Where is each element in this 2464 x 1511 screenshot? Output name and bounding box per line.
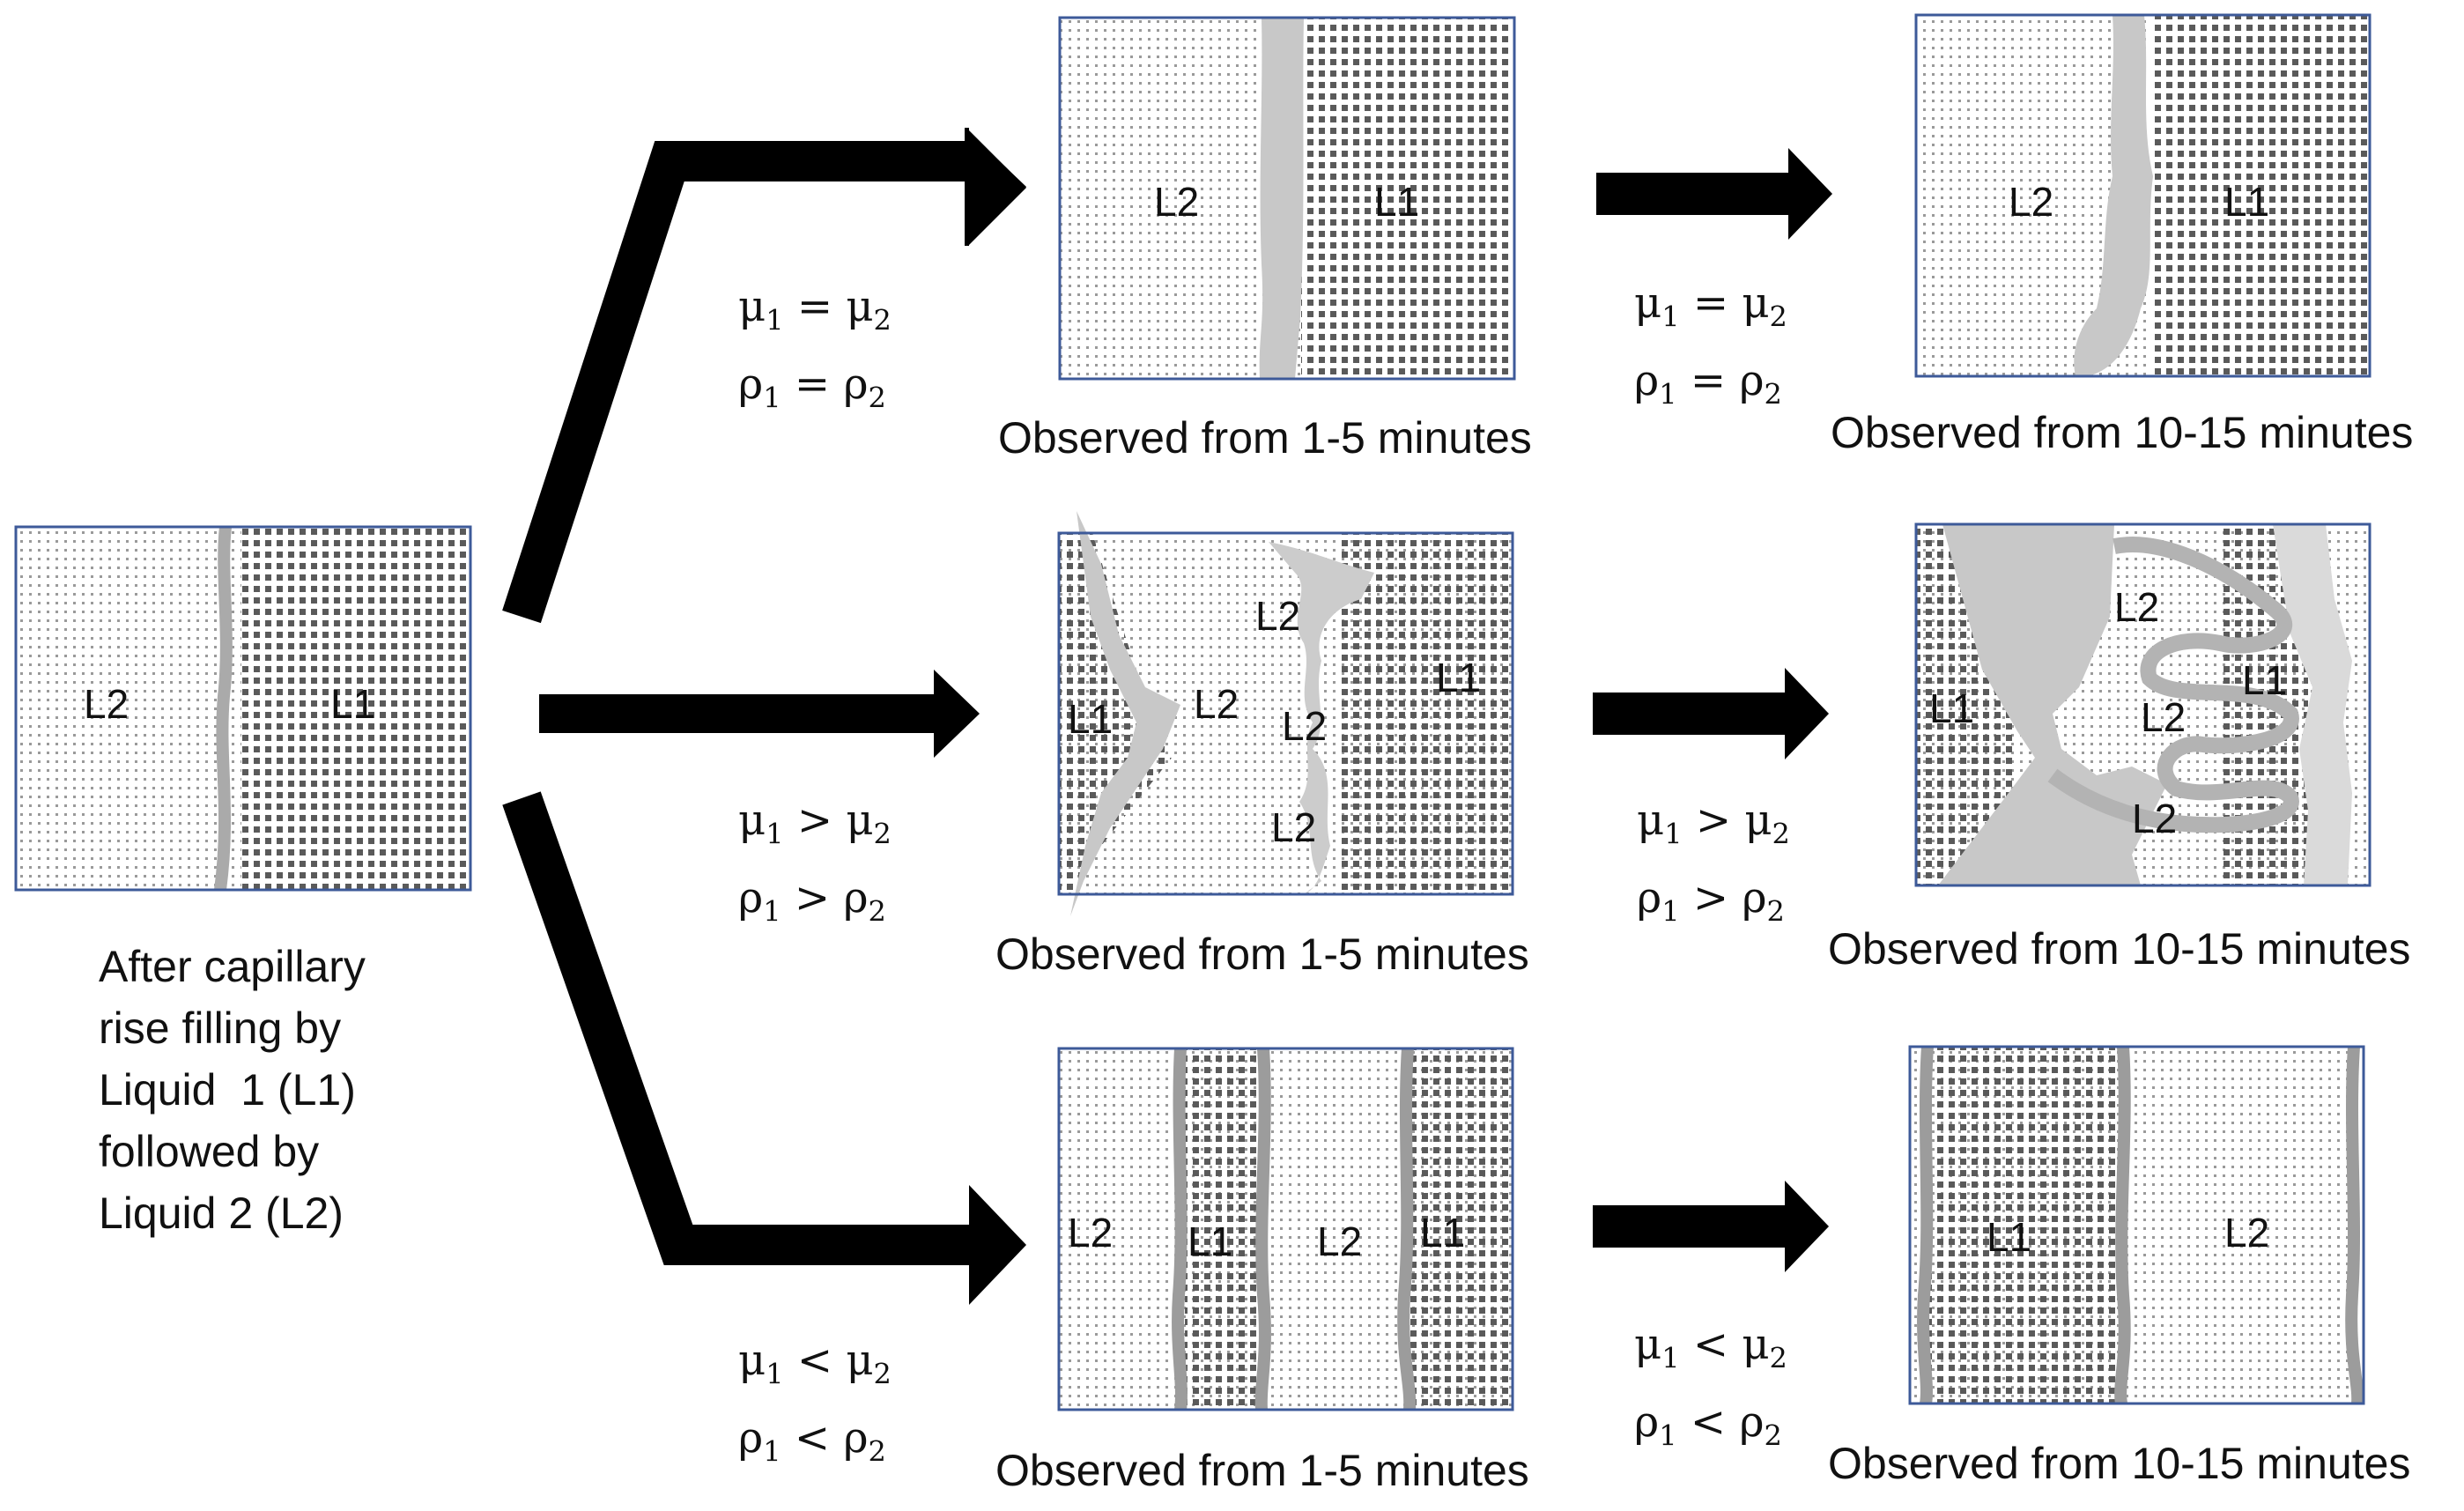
panel-label: L1 — [1987, 1214, 2031, 1260]
caption-initial: After capillary rise filling by Liquid 1… — [99, 936, 366, 1244]
panel-label: L2 — [1194, 681, 1239, 727]
panel-label: L2 — [84, 681, 129, 727]
panel-label: L2 — [1255, 593, 1300, 639]
panel-label: L2 — [2141, 694, 2186, 740]
caption-line: rise filling by — [99, 1004, 342, 1053]
branch-arrow-middle — [539, 670, 980, 758]
panel-label: L2 — [1271, 804, 1316, 850]
caption-greater-stage1: Observed from 1-5 minutes — [995, 930, 1529, 979]
condition-greater-1: μ1 > μ2 ρ1 > ρ2 — [738, 796, 892, 929]
branch-arrow-top-head — [969, 130, 1026, 245]
panel-equal-stage1: L2 L1 — [1058, 16, 1516, 381]
interface-line — [2114, 1046, 2131, 1405]
panel-label: L1 — [1436, 655, 1481, 700]
panel-label: L2 — [2009, 179, 2053, 225]
mixing-zone — [1070, 511, 1180, 916]
caption-line: followed by — [99, 1127, 320, 1176]
interface-line — [1172, 1048, 1188, 1411]
caption-greater-stage2: Observed from 10-15 minutes — [1828, 924, 2411, 974]
caption-line: After capillary — [99, 942, 366, 991]
interface-line — [1397, 1048, 1417, 1411]
panel-label: L2 — [2114, 584, 2159, 630]
interface-line — [214, 526, 233, 891]
panel-less-stage2: L1 L2 — [1908, 1045, 2365, 1405]
panel-label: L1 — [330, 681, 375, 727]
panel-label: L2 — [1154, 179, 1199, 225]
panel-equal-stage2: L2 L1 — [1914, 13, 2372, 378]
interface-line — [2047, 537, 2299, 833]
mixing-zone — [1938, 524, 2167, 885]
panel-initial: L2 L1 — [14, 525, 472, 892]
caption-less-stage1: Observed from 1-5 minutes — [995, 1446, 1529, 1495]
progress-arrow-top — [1596, 148, 1832, 240]
progress-arrow-middle — [1593, 668, 1829, 759]
panel-label: L1 — [1068, 696, 1113, 742]
condition-less-1: μ1 < μ2 ρ1 < ρ2 — [738, 1336, 892, 1469]
panel-label: L2 — [2224, 1210, 2269, 1255]
condition-less-2: μ1 < μ2 ρ1 < ρ2 — [1634, 1320, 1787, 1453]
condition-greater-2: μ1 > μ2 ρ1 > ρ2 — [1637, 796, 1790, 929]
mixing-zone — [2074, 15, 2153, 376]
interface-line — [1917, 1046, 1934, 1405]
interface-line — [2345, 1046, 2364, 1404]
panel-label: L1 — [2224, 179, 2269, 225]
condition-equal-1: μ1 = μ2 ρ1 = ρ2 — [738, 282, 892, 415]
panel-greater-stage1: L2 L1 L2 L2 L1 L2 — [1057, 511, 1514, 916]
panel-label: L1 — [1929, 685, 1974, 731]
branch-arrow-bottom — [502, 791, 1026, 1305]
mixing-zone — [2273, 524, 2352, 885]
panel-label: L1 — [1374, 179, 1419, 225]
panel-label: L1 — [2242, 657, 2287, 703]
caption-line: Liquid 2 (L2) — [99, 1189, 344, 1238]
caption-line: Liquid 1 (L1) — [99, 1065, 356, 1115]
panel-label: L2 — [1317, 1218, 1362, 1264]
caption-less-stage2: Observed from 10-15 minutes — [1828, 1439, 2411, 1488]
caption-equal-stage1: Observed from 1-5 minutes — [998, 413, 1532, 463]
panel-label: L2 — [1068, 1210, 1113, 1255]
mixing-zone — [1269, 542, 1374, 894]
panel-label: L1 — [1420, 1210, 1465, 1255]
panel-less-stage1: L2 L1 L2 L1 — [1057, 1047, 1514, 1411]
mixing-zone — [1259, 18, 1304, 379]
condition-equal-2: μ1 = μ2 ρ1 = ρ2 — [1634, 278, 1787, 411]
caption-equal-stage2: Observed from 10-15 minutes — [1831, 408, 2414, 457]
interface-line — [1254, 1048, 1271, 1411]
panel-label: L2 — [2132, 796, 2177, 841]
panel-label: L1 — [1188, 1218, 1232, 1264]
progress-arrow-bottom — [1593, 1181, 1829, 1272]
panel-greater-stage2: L2 L1 L2 L1 L2 — [1914, 522, 2372, 887]
panel-label: L2 — [1282, 703, 1327, 749]
